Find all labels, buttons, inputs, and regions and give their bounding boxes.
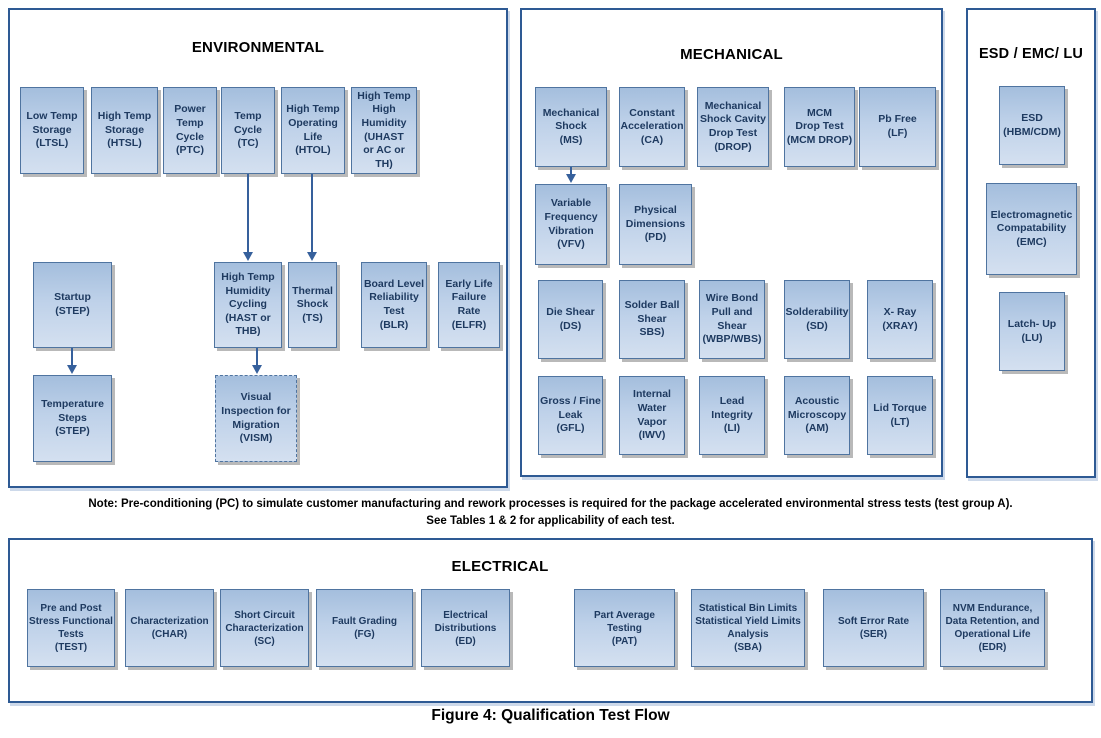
box-nvm-endurance-retention-life: NVM Endurance, Data Retention, and Opera… [940,589,1045,667]
box-power-temp-cycle: Power Temp Cycle (PTC) [163,87,217,174]
box-low-temp-storage: Low Temp Storage (LTSL) [20,87,84,174]
box-lid-torque: Lid Torque (LT) [867,376,933,455]
box-pre-post-stress-functional-tests: Pre and Post Stress Functional Tests (TE… [27,589,115,667]
box-wire-bond-pull-shear: Wire Bond Pull and Shear (WBP/WBS) [699,280,765,359]
box-physical-dimensions: Physical Dimensions (PD) [619,184,692,265]
box-constant-acceleration: Constant Acceleration (CA) [619,87,685,167]
arrow-temp-cycle-to-humidity-cycling [243,174,253,261]
box-lead-integrity: Lead Integrity (LI) [699,376,765,455]
box-high-temp-operating-life: High Temp Operating Life (HTOL) [281,87,345,174]
box-latch-up: Latch- Up (LU) [999,292,1065,371]
box-startup: Startup (STEP) [33,262,112,348]
box-gross-fine-leak: Gross / Fine Leak (GFL) [538,376,603,455]
arrow-mechanical-shock-to-vfv [566,167,576,183]
mechanical-title: MECHANICAL [680,46,783,63]
box-mcm-drop-test: MCM Drop Test (MCM DROP) [784,87,855,167]
esd-emc-lu-title: ESD / EMC/ LU [978,46,1084,62]
box-acoustic-microscopy: Acoustic Microscopy (AM) [784,376,850,455]
note-line-1: Note: Pre-conditioning (PC) to simulate … [88,498,1013,510]
box-short-circuit-characterization: Short Circuit Characterization (SC) [220,589,309,667]
panel-esd-emc-lu: ESD / EMC/ LU ESD (HBM/CDM) Electromagne… [966,8,1096,478]
box-die-shear: Die Shear (DS) [538,280,603,359]
box-fault-grading: Fault Grading (FG) [316,589,413,667]
panel-electrical: ELECTRICAL Pre and Post Stress Functiona… [8,538,1093,703]
figure-caption: Figure 4: Qualification Test Flow [431,707,670,724]
preconditioning-note: Note: Pre-conditioning (PC) to simulate … [0,496,1101,530]
box-internal-water-vapor: Internal Water Vapor (IWV) [619,376,685,455]
box-high-temp-storage: High Temp Storage (HTSL) [91,87,158,174]
box-statistical-bin-yield-limits: Statistical Bin Limits Statistical Yield… [691,589,805,667]
box-electromagnetic-compatability: Electromagnetic Compatability (EMC) [986,183,1077,275]
box-part-average-testing: Part Average Testing (PAT) [574,589,675,667]
box-esd: ESD (HBM/CDM) [999,86,1065,165]
box-variable-frequency-vibration: Variable Frequency Vibration (VFV) [535,184,607,265]
box-soft-error-rate: Soft Error Rate (SER) [823,589,924,667]
box-early-life-failure-rate: Early Life Failure Rate (ELFR) [438,262,500,348]
box-temperature-steps: Temperature Steps (STEP) [33,375,112,462]
box-high-temp-humidity-cycling: High Temp Humidity Cycling (HAST or THB) [214,262,282,348]
box-electrical-distributions: Electrical Distributions (ED) [421,589,510,667]
box-temp-cycle: Temp Cycle (TC) [221,87,275,174]
arrow-startup-to-temperature-steps [67,348,77,374]
box-mechanical-shock: Mechanical Shock (MS) [535,87,607,167]
box-board-level-reliability: Board Level Reliability Test (BLR) [361,262,427,348]
box-high-temp-high-humidity: High Temp High Humidity (UHAST or AC or … [351,87,417,174]
electrical-title: ELECTRICAL [451,558,549,575]
note-line-2: See Tables 1 & 2 for applicability of ea… [426,515,675,527]
box-solder-ball-shear: Solder Ball Shear SBS) [619,280,685,359]
box-thermal-shock: Thermal Shock (TS) [288,262,337,348]
box-pb-free: Pb Free (LF) [859,87,936,167]
panel-environmental: ENVIRONMENTAL Low Temp Storage (LTSL) Hi… [8,8,508,488]
box-solderability: Solderability (SD) [784,280,850,359]
box-characterization: Characterization (CHAR) [125,589,214,667]
box-mechanical-shock-cavity-drop: Mechanical Shock Cavity Drop Test (DROP) [697,87,769,167]
box-x-ray: X- Ray (XRAY) [867,280,933,359]
arrow-htol-to-thermal-shock [307,174,317,261]
arrow-humidity-cycling-to-vism [252,348,262,374]
environmental-title: ENVIRONMENTAL [191,39,325,56]
box-visual-inspection-migration: Visual Inspection for Migration (VISM) [215,375,297,462]
panel-mechanical: MECHANICAL Mechanical Shock (MS) Constan… [520,8,943,477]
